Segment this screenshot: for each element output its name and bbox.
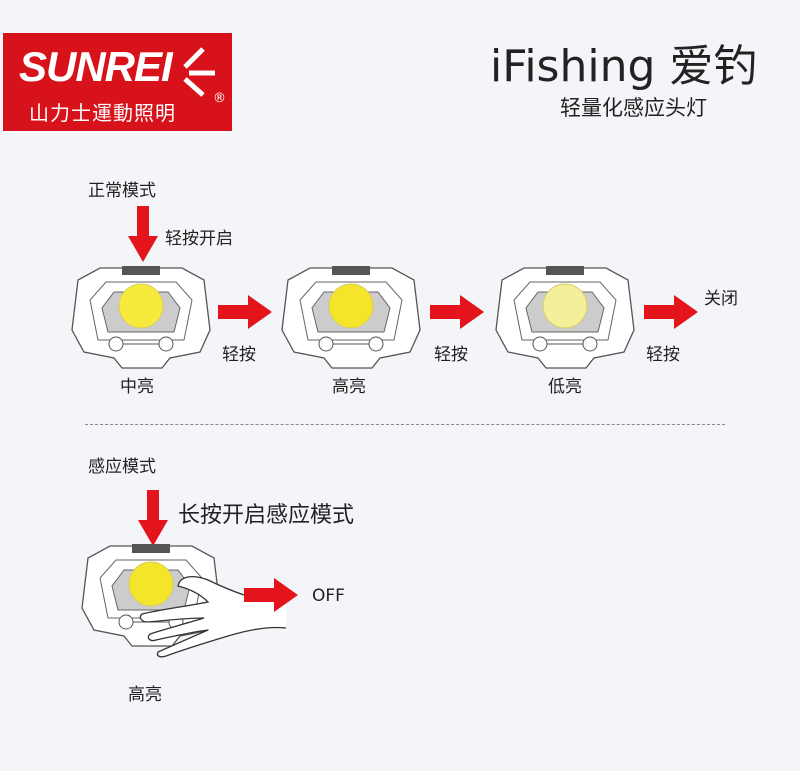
- right-arrow-icon: [430, 295, 484, 329]
- step-label-high: 高亮: [332, 377, 366, 397]
- page-title: iFishing 爱钓: [490, 41, 758, 92]
- off-label: 关闭: [704, 289, 738, 309]
- press-label: 轻按: [434, 345, 468, 365]
- headlamp-high: [280, 262, 422, 370]
- press-label: 轻按: [646, 345, 680, 365]
- sensor-step-label: 高亮: [128, 685, 162, 705]
- right-arrow-icon: [244, 578, 298, 612]
- logo-subtitle: 山力士運動照明: [29, 101, 176, 125]
- logo-rays-icon: [183, 47, 215, 97]
- headlamp-icon: [495, 266, 635, 369]
- sensor-off-label: OFF: [312, 586, 345, 606]
- logo-brand: SUNREI: [19, 43, 173, 90]
- down-arrow-icon: [128, 206, 158, 262]
- headlamp-icon: [81, 544, 221, 647]
- right-arrow-icon: [218, 295, 272, 329]
- headlamp-sensor: [80, 540, 222, 648]
- light-bulb: [542, 283, 588, 329]
- sensor-mode-title: 感应模式: [88, 457, 156, 477]
- headlamp-icon: [71, 266, 211, 369]
- headlamp-medium: [70, 262, 212, 370]
- sunrei-logo: SUNREI 山力士運動照明 ®: [3, 33, 232, 131]
- headlamp-icon: [281, 266, 421, 369]
- headlamp-low: [494, 262, 636, 370]
- page-subtitle: 轻量化感应头灯: [560, 96, 707, 120]
- light-bulb: [128, 561, 174, 607]
- section-divider: [85, 424, 725, 425]
- press-on-label: 轻按开启: [165, 229, 233, 249]
- long-press-label: 长按开启感应模式: [178, 503, 355, 528]
- right-arrow-icon: [644, 295, 698, 329]
- step-label-low: 低亮: [548, 377, 582, 397]
- light-bulb: [328, 283, 374, 329]
- down-arrow-icon: [138, 490, 168, 546]
- step-label-medium: 中亮: [120, 377, 154, 397]
- light-bulb: [118, 283, 164, 329]
- normal-mode-title: 正常模式: [88, 181, 156, 201]
- press-label: 轻按: [222, 345, 256, 365]
- registered-mark: ®: [213, 91, 226, 106]
